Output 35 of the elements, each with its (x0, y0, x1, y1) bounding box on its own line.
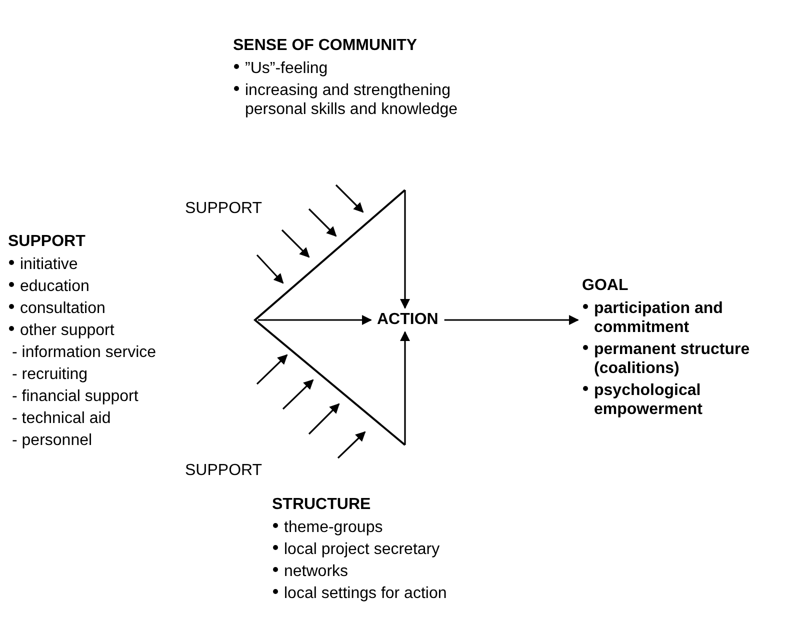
list-item: - financial support (11, 387, 140, 406)
list-item: - technical aid (11, 409, 112, 428)
group-heading: SUPPORT (8, 232, 86, 251)
arrow (444, 315, 579, 325)
list-item: local project secretary (272, 540, 512, 559)
list-item: networks (272, 562, 512, 581)
arrow (335, 184, 364, 213)
list-item: education (8, 277, 218, 296)
arrow (400, 190, 410, 309)
arrow (337, 431, 366, 459)
arrow (308, 208, 337, 237)
list-item: - recruiting (11, 365, 89, 384)
arrow (308, 403, 340, 435)
group-heading: GOAL (582, 276, 630, 295)
list-item: permanent structure (coalitions) (582, 340, 810, 378)
list-item: initiative (8, 255, 218, 274)
arrow (256, 254, 284, 284)
arrow (256, 354, 288, 385)
list-item: consultation (8, 299, 218, 318)
arrow-label: SUPPORT (185, 462, 262, 480)
list-item: local settings for action (272, 584, 512, 603)
list-item: ”Us”-feeling (233, 59, 473, 78)
arrow (281, 229, 310, 258)
list-item: - personnel (11, 431, 94, 450)
list-item: other support (8, 321, 218, 340)
list-item: theme-groups (272, 518, 512, 537)
list-item: psychological empowerment (582, 381, 810, 419)
list-item: - information service (11, 343, 158, 362)
list-item: increasing and strengthening personal skills and knowledge (233, 81, 473, 119)
arrow (282, 379, 314, 410)
arrow (400, 331, 410, 445)
group-heading: STRUCTURE (272, 495, 372, 514)
arrow (258, 315, 372, 325)
arrow-label: SUPPORT (185, 200, 262, 218)
group-heading: SENSE OF COMMUNITY (233, 36, 418, 55)
